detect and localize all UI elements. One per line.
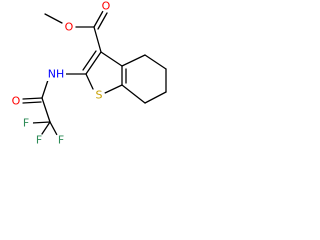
atom-label-o-ester: O [65,21,74,34]
atom-f-bottom-right: F [54,134,66,147]
atom-label-o-amide: O [12,95,21,108]
atom-f-bottom-left: F [33,134,45,147]
atom-o-carbonyl: O [100,0,112,13]
atom-label-nh: NH [48,68,65,81]
atom-nh: NH [47,67,66,81]
atom-s: S [93,89,105,102]
atom-label-f-bottom-right: F [58,134,64,147]
atom-label-f-left: F [23,117,29,130]
structure-diagram: O O NH S O F F F [10,0,167,147]
atom-label-f-bottom-left: F [36,134,42,147]
atom-f-left: F [21,117,33,130]
atom-label-o-carbonyl: O [102,0,111,13]
atom-labels: O O NH S O F F F [10,0,112,147]
atom-o-ester: O [63,21,75,34]
atom-o-amide: O [10,95,22,108]
atom-label-s: S [96,89,103,102]
bond-lines [22,10,167,136]
